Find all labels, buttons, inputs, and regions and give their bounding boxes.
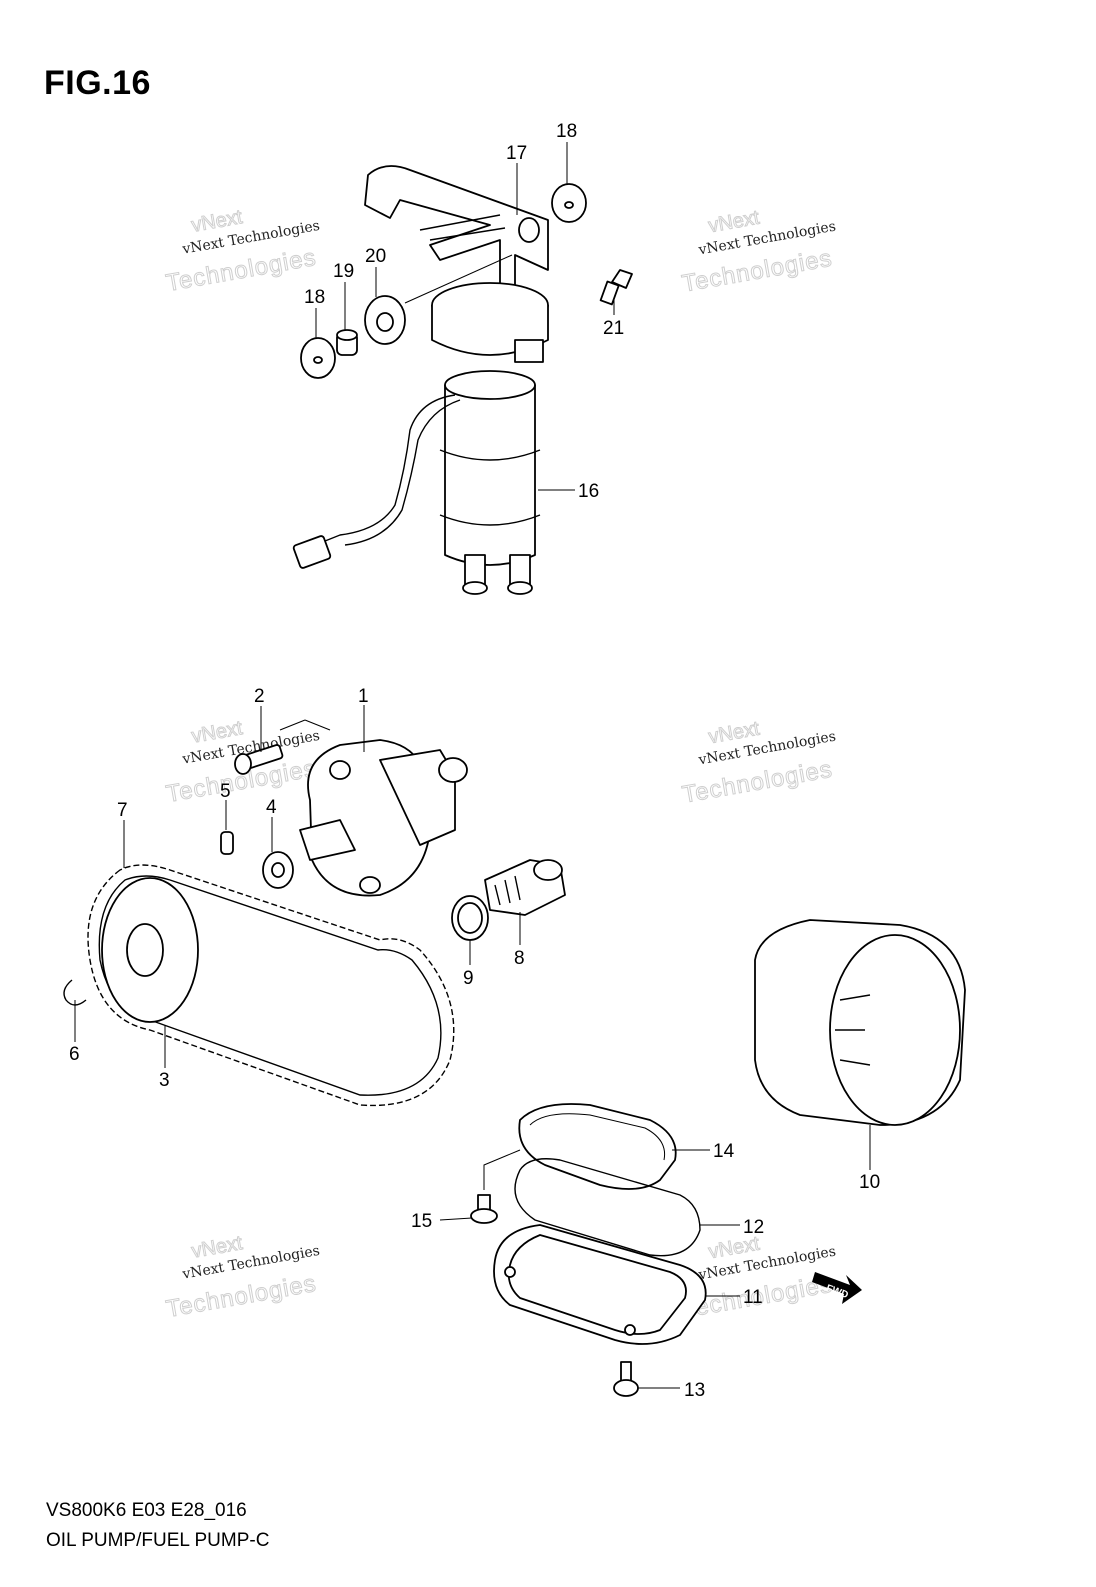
callout-13: 13 bbox=[684, 1380, 705, 1401]
callout-11: 11 bbox=[743, 1287, 763, 1308]
callout-7: 7 bbox=[117, 800, 128, 821]
part-21-bolt bbox=[599, 269, 633, 306]
part-19-collar bbox=[336, 329, 358, 356]
part-8-relief-valve bbox=[484, 859, 566, 916]
callout-21: 21 bbox=[603, 318, 624, 339]
part-17-bracket bbox=[364, 165, 549, 301]
part-1-oil-pump bbox=[299, 739, 468, 897]
callout-8: 8 bbox=[514, 948, 525, 969]
part-12-gasket bbox=[514, 1158, 701, 1257]
callout-10: 10 bbox=[859, 1172, 880, 1193]
part-15-screw bbox=[470, 1194, 498, 1224]
figure-title: FIG.16 bbox=[44, 64, 151, 102]
callout-18-left: 18 bbox=[304, 287, 325, 308]
watermark-top-left: vNext vNext Technologies Technologies bbox=[163, 206, 321, 298]
callout-18-top: 18 bbox=[556, 121, 577, 142]
callout-12: 12 bbox=[743, 1217, 764, 1238]
callout-15: 15 bbox=[411, 1211, 432, 1232]
callout-1: 1 bbox=[358, 686, 369, 707]
callout-6: 6 bbox=[69, 1044, 80, 1065]
part-7-chain bbox=[87, 864, 455, 1107]
callout-17: 17 bbox=[506, 143, 527, 164]
part-16-fuel-pump bbox=[292, 370, 541, 595]
part-20-grommet bbox=[364, 295, 406, 345]
part-9-o-ring bbox=[451, 895, 489, 941]
part-4-washer bbox=[262, 851, 294, 889]
part-5-pin bbox=[220, 831, 234, 855]
leader-lines bbox=[74, 142, 871, 1389]
callout-9: 9 bbox=[463, 968, 474, 989]
part-18-washer-left bbox=[300, 337, 336, 379]
part-18-washer-top bbox=[551, 183, 587, 223]
watermark-mid-right: vNext vNext Technologies Technologies bbox=[680, 717, 837, 809]
callout-16: 16 bbox=[578, 481, 599, 502]
part-13-bolt bbox=[613, 1361, 639, 1397]
diagram-name: OIL PUMP/FUEL PUMP-C bbox=[46, 1530, 270, 1551]
part-6-circlip bbox=[63, 979, 87, 1006]
callout-14: 14 bbox=[713, 1141, 735, 1162]
part-10-oil-filter bbox=[754, 919, 966, 1126]
callout-20: 20 bbox=[365, 246, 386, 267]
callout-3: 3 bbox=[159, 1070, 170, 1091]
callout-2: 2 bbox=[254, 686, 265, 707]
diagram-code: VS800K6 E03 E28_016 bbox=[46, 1500, 247, 1521]
part-3-sprocket bbox=[101, 877, 199, 1023]
watermark-top-right: vNext vNext Technologies Technologies bbox=[680, 206, 838, 298]
part-14-cover-plate bbox=[518, 1103, 677, 1190]
callout-4: 4 bbox=[266, 797, 277, 818]
callout-labels: 18 17 20 19 18 21 16 2 1 5 4 7 8 9 6 3 1… bbox=[69, 121, 880, 1401]
watermark-bottom-left: vNext vNext Technologies Technologies bbox=[164, 1232, 321, 1324]
part-2-bolts bbox=[234, 719, 331, 775]
part-clamp-band bbox=[431, 282, 549, 363]
callout-19: 19 bbox=[333, 261, 354, 282]
part-11-oil-pan-cover bbox=[493, 1224, 707, 1345]
callout-5: 5 bbox=[220, 781, 231, 802]
